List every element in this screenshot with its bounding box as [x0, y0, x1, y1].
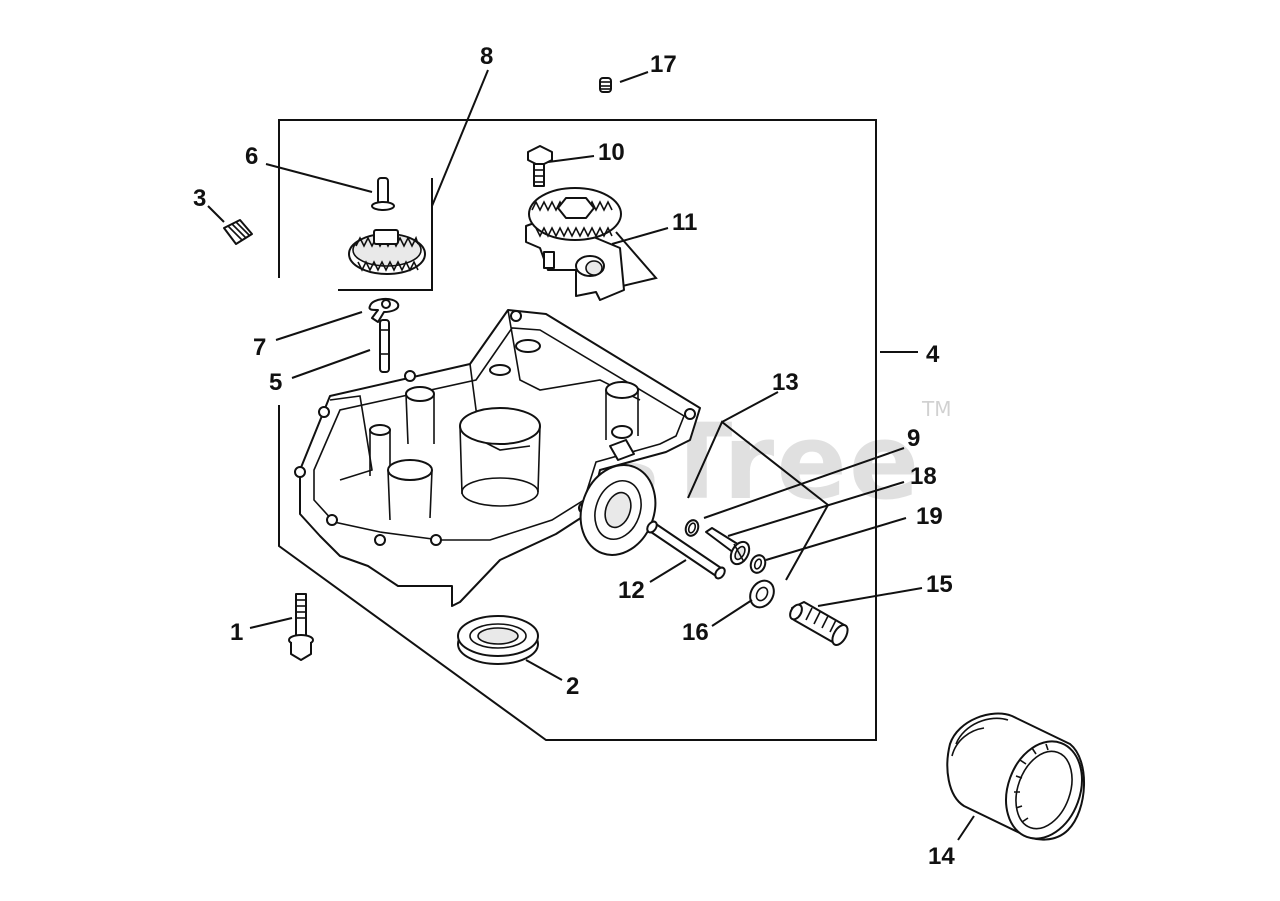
callout-8: 8: [480, 43, 493, 70]
leader-line: [525, 659, 563, 681]
gear-part-8[interactable]: [348, 229, 426, 275]
callout-9: 9: [907, 425, 920, 452]
leader-line: [275, 311, 363, 341]
leader-line: [611, 227, 669, 245]
leader-line: [207, 205, 225, 223]
leader-line: [249, 617, 293, 629]
leader-line: [649, 559, 687, 583]
leader-line: [817, 587, 923, 607]
callout-15: 15: [926, 571, 953, 598]
leader-line: [721, 391, 779, 423]
shaft-part-6[interactable]: [371, 177, 395, 211]
callout-17: 17: [650, 51, 677, 78]
fitting-part-18[interactable]: [705, 527, 753, 567]
callout-7: 7: [253, 334, 266, 361]
assembly-frame: [278, 119, 877, 741]
leader-line: [957, 815, 975, 841]
callout-10: 10: [598, 139, 625, 166]
leader-line: [265, 163, 373, 193]
spring-part-17[interactable]: [599, 77, 612, 93]
callout-4: 4: [926, 341, 940, 368]
callout-18: 18: [910, 463, 937, 490]
nipple-part-15[interactable]: [788, 601, 851, 648]
callout-5: 5: [269, 369, 282, 396]
washer-part-16[interactable]: [745, 576, 778, 611]
leader-line: [727, 481, 905, 537]
subassembly-frame: [338, 178, 433, 291]
oil-pump-part-11[interactable]: [525, 187, 625, 301]
leader-line: [765, 517, 907, 561]
o-ring-part-9[interactable]: [684, 518, 701, 537]
leader-line: [711, 599, 753, 627]
oil-seal-part-2[interactable]: [457, 615, 539, 665]
o-ring-part-19[interactable]: [748, 553, 767, 575]
crankcase-cover-part-4[interactable]: [294, 309, 701, 607]
bolt-part-10[interactable]: [527, 145, 553, 187]
callout-14: 14: [928, 843, 955, 870]
leader-line: [431, 69, 489, 207]
callout-11: 11: [672, 209, 697, 236]
leader-line: [619, 71, 649, 83]
leader-line: [291, 349, 371, 379]
clip-part-7[interactable]: [368, 298, 400, 323]
leader-line: [547, 155, 595, 163]
callout-16: 16: [682, 619, 709, 646]
watermark-trademark: TM: [921, 397, 951, 421]
callout-2: 2: [566, 673, 579, 700]
callout-1: 1: [230, 619, 243, 646]
subassembly-frame-11: [613, 231, 658, 289]
pin-part-5[interactable]: [379, 319, 390, 373]
callout-6: 6: [245, 143, 258, 170]
tube-part-12[interactable]: [645, 520, 726, 580]
callout-12: 12: [618, 577, 645, 604]
callout-19: 19: [916, 503, 943, 530]
subassembly-frame-13: [687, 420, 830, 581]
bolt-part-1[interactable]: [288, 593, 314, 661]
leader-line: [703, 447, 905, 519]
oil-filter-part-14[interactable]: [946, 712, 1095, 850]
callout-3: 3: [193, 185, 206, 212]
plug-part-3[interactable]: [223, 219, 253, 245]
callout-13: 13: [772, 369, 799, 396]
